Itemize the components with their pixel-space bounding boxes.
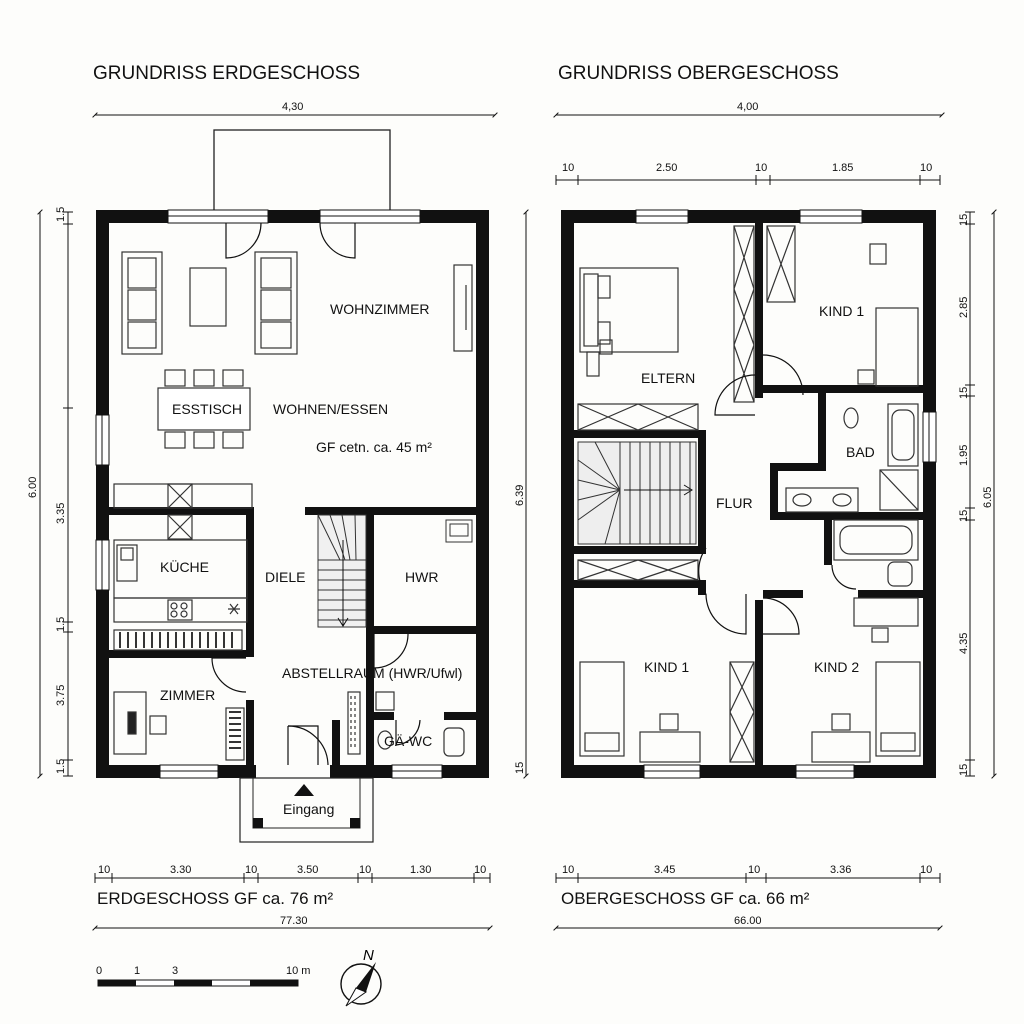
upper-total-bottom: 66.00 bbox=[734, 915, 762, 927]
ground-interior-walls bbox=[109, 507, 476, 765]
upper-right-total: 6.05 bbox=[982, 487, 994, 508]
upper-top-dimensions bbox=[553, 112, 945, 185]
ground-bottom-dim-2: 10 bbox=[245, 864, 257, 876]
ground-left-total: 6.00 bbox=[27, 477, 39, 498]
room-label-abstellraum: ABSTELLRAUM (HWR/Ufwl) bbox=[282, 665, 462, 681]
upper-stair bbox=[577, 441, 697, 545]
ground-top-dim-label: 4,30 bbox=[282, 101, 303, 113]
upper-interior-walls bbox=[574, 223, 923, 765]
ground-bottom-dim-4: 10 bbox=[359, 864, 371, 876]
upper-right-e: 15 bbox=[958, 510, 970, 522]
north-arrow-icon: N bbox=[340, 947, 382, 1007]
upper-bottom-dim-0: 10 bbox=[562, 864, 574, 876]
ground-outer-walls bbox=[96, 210, 489, 778]
room-note-area: GF cetn. ca. 45 m² bbox=[316, 439, 432, 455]
room-label-eltern: ELTERN bbox=[641, 370, 695, 386]
kitchen-units bbox=[113, 483, 253, 651]
upper-bottom-dim-4: 10 bbox=[920, 864, 932, 876]
ground-door-swings bbox=[211, 633, 421, 766]
terrace-door-swings bbox=[225, 222, 356, 259]
scale-bar: 0 1 3 10 m bbox=[96, 965, 310, 987]
room-label-wohnzimmer: WOHNZIMMER bbox=[330, 301, 430, 317]
upper-right-a: 15 bbox=[958, 214, 970, 226]
ground-bottom-dimensions bbox=[92, 873, 493, 931]
dining-table bbox=[157, 369, 251, 449]
upper-top-dim-2: 10 bbox=[755, 162, 767, 174]
upper-top-dim-4: 10 bbox=[920, 162, 932, 174]
terrace-outline bbox=[213, 129, 391, 213]
scale-tick-10: 10 m bbox=[286, 965, 310, 977]
room-label-wohnen-essen: WOHNEN/ESSEN bbox=[273, 401, 388, 417]
ground-area-label: ERDGESCHOSS GF ca. 76 m² bbox=[97, 889, 333, 908]
ground-left-e: 1.5 bbox=[55, 759, 67, 774]
ground-bottom-dim-labels: 10 3.30 10 3.50 10 1.30 10 bbox=[98, 864, 486, 876]
room-label-esstisch: ESSTISCH bbox=[172, 401, 242, 417]
upper-right-c: 15 bbox=[958, 387, 970, 399]
upper-top-dim-3: 1.85 bbox=[832, 162, 853, 174]
upper-area-label: OBERGESCHOSS GF ca. 66 m² bbox=[561, 889, 810, 908]
upper-right-d: 1.95 bbox=[958, 445, 970, 466]
hwr-sink bbox=[445, 519, 473, 543]
upper-windows bbox=[635, 209, 937, 779]
upper-bottom-dim-1: 3.45 bbox=[654, 864, 675, 876]
ground-left-b: 3.35 bbox=[55, 503, 67, 524]
ground-left-a: 1.5 bbox=[55, 207, 67, 222]
ground-bottom-dim-5: 1.30 bbox=[410, 864, 431, 876]
ground-bottom-dim-0: 10 bbox=[98, 864, 110, 876]
upper-bottom-dim-3: 3.36 bbox=[830, 864, 851, 876]
room-label-kind2: KIND 2 bbox=[814, 659, 859, 675]
room-label-gaeste-wc: GÄ-WC bbox=[384, 733, 432, 749]
upper-left-total: 6.39 bbox=[514, 485, 526, 506]
upper-top-dim-label: 4,00 bbox=[737, 101, 758, 113]
ground-bottom-dim-3: 3.50 bbox=[297, 864, 318, 876]
room-label-kind1-top: KIND 1 bbox=[819, 303, 864, 319]
zimmer-furniture bbox=[113, 691, 465, 761]
upper-right-f: 4.35 bbox=[958, 633, 970, 654]
ground-total-bottom: 77.30 bbox=[280, 915, 308, 927]
room-label-bad: BAD bbox=[846, 444, 875, 460]
entrance-porch bbox=[239, 777, 374, 843]
living-furniture bbox=[121, 251, 473, 355]
room-label-flur: FLUR bbox=[716, 495, 753, 511]
upper-right-b: 2.85 bbox=[958, 297, 970, 318]
upper-right-g: 15 bbox=[958, 764, 970, 776]
ground-left-d: 3.75 bbox=[55, 685, 67, 706]
ground-floor-title: GRUNDRISS ERDGESCHOSS bbox=[93, 63, 360, 84]
upper-right-dimensions bbox=[965, 209, 997, 779]
upper-door-swings bbox=[698, 354, 857, 635]
ground-floor-plan: GRUNDRISS ERDGESCHOSS 4,30 bbox=[27, 63, 498, 931]
scale-tick-3: 3 bbox=[172, 965, 178, 977]
upper-bottom-dim-2: 10 bbox=[748, 864, 760, 876]
upper-floor-plan: GRUNDRISS OBERGESCHOSS 4,00 10 2.50 10 1… bbox=[514, 63, 997, 931]
upper-furniture bbox=[577, 225, 921, 763]
ground-left-dimensions bbox=[37, 209, 73, 779]
ground-left-c: 1.5 bbox=[55, 617, 67, 632]
scale-tick-0: 0 bbox=[96, 965, 102, 977]
ground-windows bbox=[95, 209, 443, 779]
room-label-diele: DIELE bbox=[265, 569, 305, 585]
upper-bottom-dimensions bbox=[553, 873, 943, 931]
upper-floor-title: GRUNDRISS OBERGESCHOSS bbox=[558, 63, 839, 84]
room-label-zimmer: ZIMMER bbox=[160, 687, 215, 703]
north-label: N bbox=[363, 947, 374, 964]
ground-bottom-dim-6: 10 bbox=[474, 864, 486, 876]
upper-left-a: 15 bbox=[514, 762, 526, 774]
room-label-hwr: HWR bbox=[405, 569, 438, 585]
upper-top-dim-0: 10 bbox=[562, 162, 574, 174]
ground-bottom-dim-1: 3.30 bbox=[170, 864, 191, 876]
room-label-kind1-bottom: KIND 1 bbox=[644, 659, 689, 675]
ground-stair bbox=[317, 514, 367, 628]
scale-tick-1: 1 bbox=[134, 965, 140, 977]
room-label-eingang: Eingang bbox=[283, 801, 334, 817]
room-label-kueche: KÜCHE bbox=[160, 558, 209, 575]
upper-top-dim-1: 2.50 bbox=[656, 162, 677, 174]
